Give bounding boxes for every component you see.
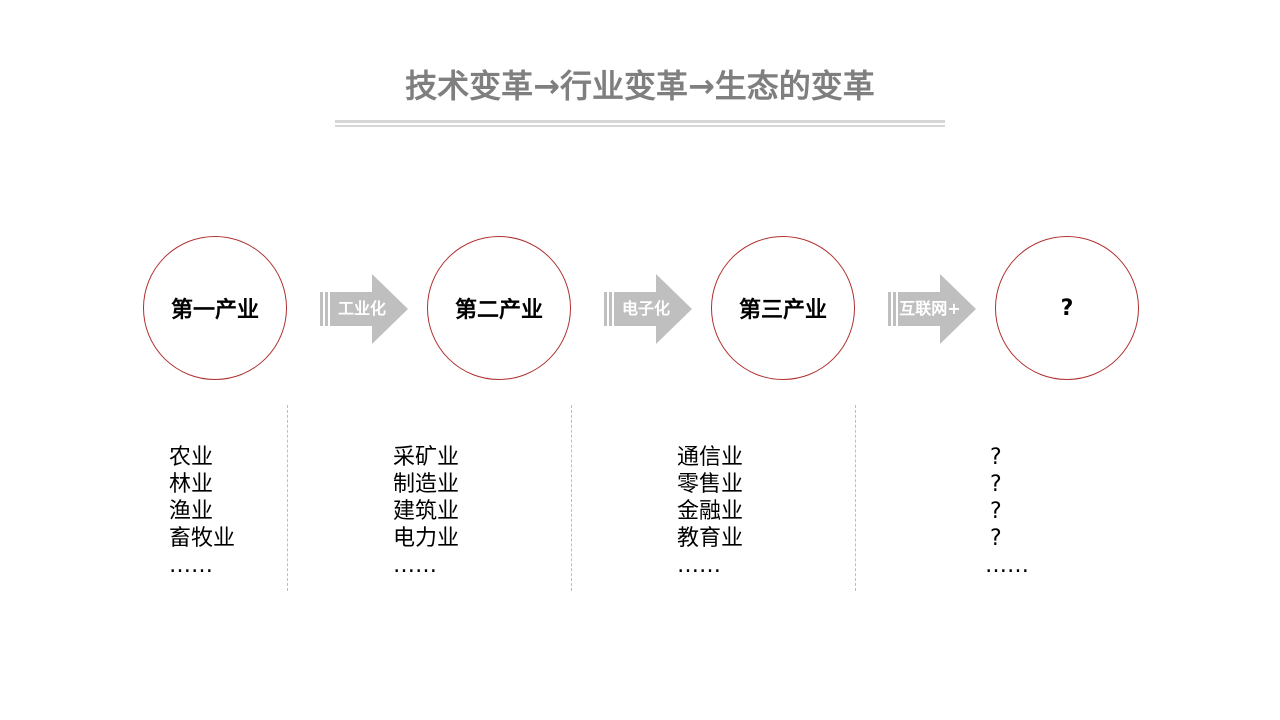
list-item: 电力业 — [393, 526, 460, 551]
arrow-right-icon — [320, 274, 408, 344]
transition-label: 互联网+ — [899, 299, 961, 318]
stage-circle-unknown: ? — [995, 236, 1139, 380]
title-underline-secondary — [335, 125, 945, 127]
stage-label: 第一产业 — [170, 298, 259, 323]
transition-arrow-electronization: 电子化 — [602, 274, 692, 344]
industry-list-primary: 农业 林业 渔业 畜牧业 …… — [169, 444, 235, 579]
column-divider — [855, 405, 856, 591]
list-item: 采矿业 — [393, 445, 460, 470]
list-item: ? — [990, 499, 1002, 524]
arrow-right-icon — [604, 274, 692, 344]
list-item: ? — [990, 445, 1002, 470]
page-title: 技术变革→行业变革→生态的变革 — [405, 67, 875, 105]
list-item: 建筑业 — [393, 499, 460, 524]
transition-arrow-industrialization: 工业化 — [318, 274, 408, 344]
list-item: 零售业 — [677, 472, 744, 497]
stage-label: 第三产业 — [738, 298, 827, 323]
stage-circle-tertiary-industry: 第三产业 — [711, 236, 855, 380]
stage-label: 第二产业 — [454, 298, 543, 323]
list-item: …… — [985, 553, 1029, 578]
list-item: …… — [677, 553, 721, 578]
title-underline — [335, 120, 945, 123]
transition-label: 工业化 — [337, 299, 386, 318]
list-item: 金融业 — [677, 499, 744, 524]
industry-list-secondary: 采矿业 制造业 建筑业 电力业 …… — [393, 444, 459, 579]
list-item: 渔业 — [169, 499, 214, 524]
list-item: ? — [990, 472, 1002, 497]
stage-circle-secondary-industry: 第二产业 — [427, 236, 571, 380]
list-item: ? — [990, 526, 1002, 551]
industry-list-unknown: ? ? ? ? …… — [985, 444, 1029, 579]
stage-label: ? — [1060, 295, 1074, 321]
list-item: 农业 — [169, 445, 214, 470]
stage-circle-primary-industry: 第一产业 — [143, 236, 287, 380]
list-item: …… — [393, 553, 437, 578]
list-item: 通信业 — [677, 445, 744, 470]
transition-arrow-internet-plus: 互联网+ — [886, 274, 976, 344]
list-item: …… — [169, 553, 213, 578]
column-divider — [287, 405, 288, 591]
column-divider — [571, 405, 572, 591]
arrow-right-icon — [888, 274, 976, 344]
list-item: 畜牧业 — [169, 526, 236, 551]
list-item: 林业 — [169, 472, 214, 497]
transition-label: 电子化 — [621, 299, 670, 318]
list-item: 教育业 — [677, 526, 744, 551]
industry-list-tertiary: 通信业 零售业 金融业 教育业 …… — [677, 444, 743, 579]
list-item: 制造业 — [393, 472, 460, 497]
